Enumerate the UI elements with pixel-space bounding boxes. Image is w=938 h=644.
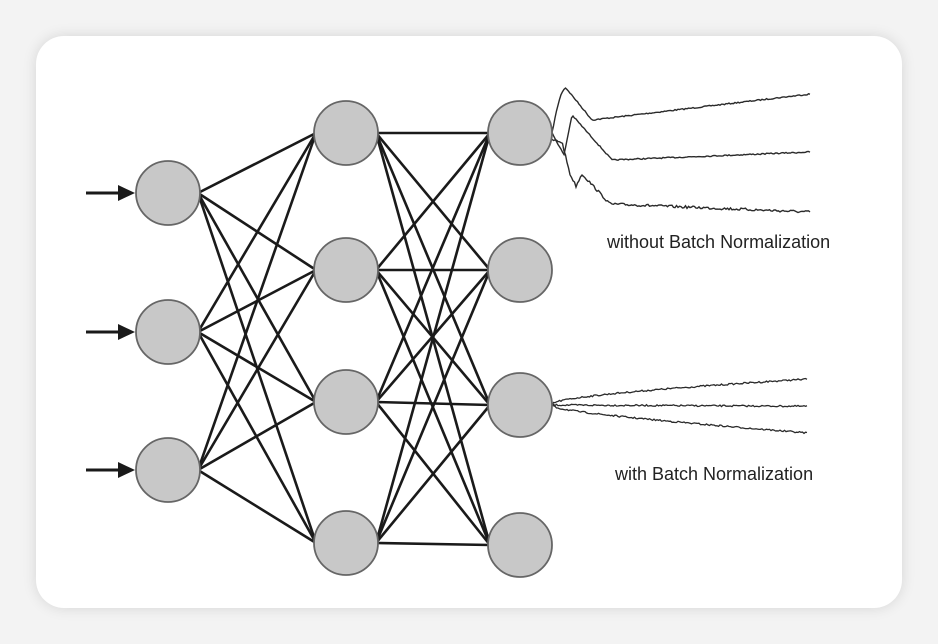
edge-l0-n2-n0	[196, 132, 318, 471]
edge-l1-n2-n0	[374, 132, 492, 403]
input-arrows	[86, 185, 135, 478]
neuron-node-l2-0	[487, 100, 553, 166]
edge-l0-n2-n2	[197, 400, 317, 472]
neuron-node-l1-0	[313, 100, 379, 166]
curve-with-bn-2	[551, 403, 808, 408]
neuron-node-l2-2	[487, 372, 553, 438]
input-arrow-head-2	[118, 462, 135, 478]
edge-l0-n1-n2	[197, 330, 317, 404]
edge-l0-n2-n1	[196, 269, 318, 471]
neuron-node-l0-1	[135, 299, 201, 365]
edge-l1-n1-n0	[375, 132, 491, 271]
edge-l0-n1-n0	[196, 132, 318, 333]
neuron-node-l0-0	[135, 160, 201, 226]
curve-without-bn-2	[551, 114, 811, 162]
neuron-nodes	[135, 100, 553, 578]
edge-l1-n3-n2	[374, 404, 492, 544]
edge-l0-n0-n2	[196, 192, 318, 403]
neuron-node-l1-3	[313, 510, 379, 576]
input-arrow-head-1	[118, 324, 135, 340]
curve-without-bn-1	[551, 87, 811, 133]
edge-l1-n3-n0	[374, 132, 492, 544]
edge-l1-n3-n1	[374, 269, 492, 544]
edge-l0-n2-n3	[197, 468, 317, 545]
neuron-node-l1-2	[313, 369, 379, 435]
curve-with-bn-3	[551, 404, 808, 435]
connection-edges	[196, 131, 492, 547]
neuron-node-l2-3	[487, 512, 553, 578]
curve-without-bn-3	[551, 138, 811, 214]
neuron-node-l2-1	[487, 237, 553, 303]
neuron-node-l1-1	[313, 237, 379, 303]
activation-curves	[551, 87, 811, 435]
input-arrow-head-0	[118, 185, 135, 201]
edge-l1-n3-n3	[375, 541, 491, 547]
label-with-batch-normalization: with Batch Normalization	[614, 464, 813, 484]
neuron-node-l0-2	[135, 437, 201, 503]
label-without-batch-normalization: without Batch Normalization	[606, 232, 830, 252]
edge-l0-n0-n0	[197, 131, 317, 195]
curve-with-bn-1	[551, 377, 808, 406]
